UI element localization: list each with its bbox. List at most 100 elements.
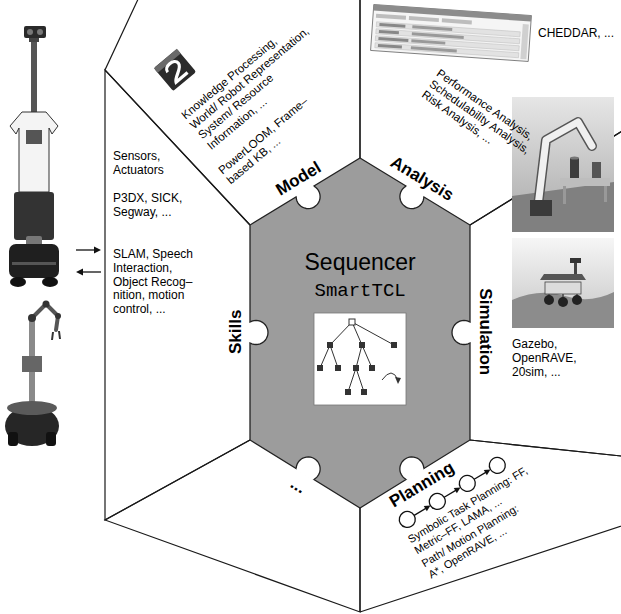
plan-chain bbox=[396, 508, 418, 530]
task-tree-picture bbox=[314, 313, 406, 405]
hexagon-outline bbox=[250, 158, 470, 508]
panel-title: Model bbox=[272, 158, 324, 200]
exchange-arrows bbox=[82, 271, 101, 272]
manipulator-simulation-picture bbox=[592, 162, 601, 178]
powerloom-logo bbox=[164, 59, 187, 83]
exchange-arrows bbox=[76, 269, 83, 276]
panel-text: CHEDDAR, ... bbox=[538, 27, 614, 41]
manipulator-robot-picture bbox=[7, 401, 57, 415]
panel-text: Gazebo, OpenRAVE, 20sim, ... bbox=[512, 338, 592, 379]
panel-text: Sensors, Actuators bbox=[113, 150, 183, 178]
cheddar-screenshot bbox=[378, 44, 402, 49]
cheddar-screenshot bbox=[376, 14, 406, 20]
service-robot-picture bbox=[37, 29, 43, 35]
panel-border bbox=[360, 440, 621, 612]
plan-chain bbox=[454, 485, 462, 493]
plan-chain bbox=[426, 490, 448, 512]
manipulator-simulation-picture bbox=[604, 186, 607, 202]
task-tree-picture bbox=[353, 365, 359, 371]
hexagon-outline bbox=[250, 158, 470, 508]
service-robot-picture bbox=[14, 192, 54, 240]
cheddar-screenshot bbox=[412, 25, 452, 31]
rover-simulation-picture bbox=[572, 295, 582, 305]
manipulator-simulation-picture bbox=[538, 122, 592, 206]
rover-simulation-picture bbox=[512, 238, 614, 328]
puzzle-tab bbox=[452, 321, 470, 345]
panel-outline bbox=[360, 440, 621, 612]
cheddar-screenshot bbox=[520, 24, 528, 59]
powerloom-logo bbox=[154, 49, 196, 91]
task-tree-picture bbox=[395, 377, 401, 384]
manipulator-robot-picture bbox=[5, 301, 61, 447]
puzzle-tab bbox=[296, 186, 320, 209]
analysis-panel: AnalysisCHEDDAR, ...Performance Analysis… bbox=[360, 0, 621, 225]
manipulator-robot-picture bbox=[32, 304, 58, 330]
panel-title: Analysis bbox=[387, 152, 457, 205]
powerloom-logo bbox=[154, 49, 196, 91]
cheddar-screenshot bbox=[371, 5, 532, 62]
manipulator-simulation-picture bbox=[538, 122, 592, 206]
puzzle-tab bbox=[407, 187, 423, 197]
plan-chain bbox=[486, 454, 508, 476]
puzzle-tab bbox=[400, 186, 424, 209]
panel-outline bbox=[105, 440, 360, 614]
service-robot-picture bbox=[27, 29, 33, 35]
plan-chain bbox=[424, 503, 432, 511]
exchange-arrows bbox=[94, 247, 101, 254]
manipulator-simulation-picture bbox=[563, 186, 566, 204]
sequencer-label: SmartTCL bbox=[315, 281, 406, 303]
planning-panel: PlanningSymbolic Task Planning: FF, Metr… bbox=[360, 440, 621, 614]
service-robot-picture bbox=[42, 277, 58, 287]
sequencer-hexagon: SequencerSmartTCL bbox=[250, 158, 470, 508]
manipulator-simulation-picture bbox=[560, 178, 610, 186]
cheddar-screenshot bbox=[411, 46, 457, 52]
service-robot-picture bbox=[9, 26, 59, 287]
task-tree-picture bbox=[314, 313, 406, 405]
service-robot-picture bbox=[24, 26, 46, 38]
task-tree-picture bbox=[349, 319, 355, 325]
rover-simulation-picture bbox=[574, 262, 577, 274]
service-robot-picture bbox=[29, 38, 39, 42]
cheddar-screenshot bbox=[379, 30, 399, 34]
panel-outline bbox=[105, 440, 360, 612]
cheddar-screenshot bbox=[378, 37, 408, 42]
rover-simulation-picture bbox=[558, 297, 568, 307]
service-robot-picture bbox=[10, 112, 58, 192]
panel-text: P3DX, SICK, Segway, ... bbox=[113, 192, 193, 220]
service-robot-picture bbox=[26, 130, 42, 144]
manipulator-robot-picture bbox=[22, 356, 42, 372]
task-tree-picture bbox=[327, 342, 333, 348]
service-robot-picture bbox=[12, 262, 56, 265]
panel-title: Skills bbox=[226, 310, 246, 354]
cheddar-screenshot bbox=[373, 5, 531, 22]
exchange-arrows bbox=[76, 247, 101, 276]
puzzle-tab bbox=[250, 321, 268, 345]
manipulator-simulation-picture bbox=[512, 97, 614, 232]
panel-text: SLAM, Speech Interaction, Object Recog– … bbox=[113, 248, 205, 317]
extension-panel: ... bbox=[105, 440, 360, 614]
manipulator-simulation-picture bbox=[570, 158, 579, 178]
cheddar-screenshot bbox=[411, 39, 445, 44]
exchange-arrows bbox=[76, 249, 95, 250]
panel-title: Simulation bbox=[475, 288, 495, 375]
panel-text: Knowledge Processing, World/ Robot Repre… bbox=[179, 12, 332, 152]
task-tree-picture bbox=[359, 342, 365, 348]
panel-title: ... bbox=[287, 474, 309, 498]
service-robot-picture bbox=[9, 244, 59, 278]
manipulator-robot-picture bbox=[46, 432, 56, 446]
rover-simulation-picture bbox=[512, 238, 614, 328]
task-tree-picture bbox=[320, 322, 394, 392]
sequencer-label: Sequencer bbox=[305, 249, 416, 275]
task-tree-picture bbox=[335, 365, 341, 371]
plan-chain bbox=[484, 467, 492, 475]
service-robot-picture bbox=[10, 277, 26, 287]
rover-simulation-picture bbox=[545, 282, 581, 294]
task-tree-picture bbox=[369, 365, 375, 371]
rover-simulation-picture bbox=[544, 295, 554, 305]
manipulator-robot-picture bbox=[8, 432, 18, 446]
task-tree-picture bbox=[382, 373, 398, 380]
cheddar-screenshot bbox=[442, 18, 472, 24]
cheddar-screenshot bbox=[409, 16, 439, 22]
